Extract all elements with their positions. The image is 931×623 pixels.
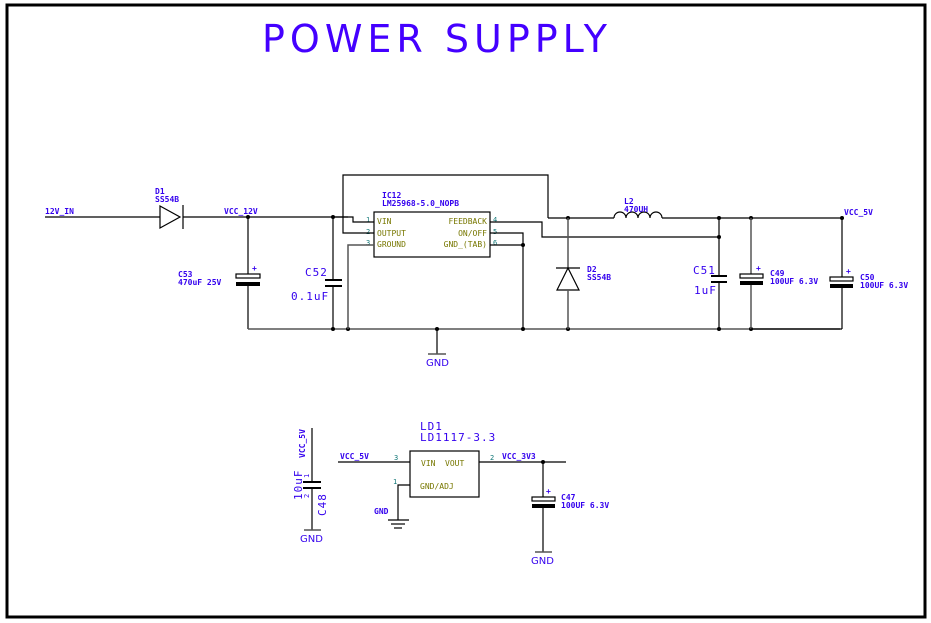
c51-value: 1uF [694,284,717,297]
svg-text:2: 2 [490,454,494,462]
net-label-vcc-5v: VCC_5V [844,208,873,217]
c48-ref: C48 [316,493,329,516]
svg-text:2: 2 [366,228,370,236]
svg-text:1: 1 [393,478,397,486]
c51-ref: C51 [693,264,716,277]
c47-value: 100UF 6.3V [561,501,609,510]
c53-value: 470uF 25V [178,278,222,287]
diode-d1: D1 SS54B [155,187,184,230]
ld1-value: LD1117-3.3 [420,431,496,444]
ld1-regulator: LD1 LD1117-3.3 VIN VOUT GND/ADJ 3 2 1 [393,420,496,498]
svg-text:1: 1 [303,474,311,478]
svg-text:1: 1 [366,216,370,224]
capacitor-c47: + C47 100UF 6.3V [531,487,609,510]
ic12-ref: IC12 [382,191,401,200]
ic12-pin-feedback: FEEDBACK [448,217,487,226]
ld1-ref: LD1 [420,420,443,433]
ic12-regulator: IC12 LM25968-5.0_NOPB VIN OUTPUT GROUND … [366,191,497,258]
ic12-pin-output: OUTPUT [377,229,406,238]
ground-symbol-ldo [388,519,409,529]
c50-ref: C50 [860,273,875,282]
ld1-pin-vout: VOUT [445,459,464,468]
net-label-vcc-12v: VCC_12V [224,207,258,216]
c50-value: 100UF 6.3V [860,281,908,290]
ic12-value: LM25968-5.0_NOPB [382,199,459,208]
c47-ref: C47 [561,493,576,502]
ld1-pin-gnd-adj: GND/ADJ [420,482,454,491]
svg-text:5: 5 [493,228,497,236]
ld1-pin-vin: VIN [421,459,436,468]
net-label-ldo-vcc5v: VCC_5V [340,452,369,461]
l2-value: 470UH [624,205,648,214]
c52-ref: C52 [305,266,328,279]
capacitor-c50: + C50 100UF 6.3V [829,267,908,290]
d2-ref: D2 [587,265,597,274]
capacitor-c49: + C49 100UF 6.3V [739,264,818,286]
ic12-pin-ground: GROUND [377,240,406,249]
sheet-border [5,3,927,619]
svg-text:+: + [846,267,851,276]
svg-text:4: 4 [493,216,497,224]
capacitor-c48: 1 2 10uF C48 [292,470,329,517]
c49-ref: C49 [770,269,785,278]
d1-value: SS54B [155,195,179,204]
ic12-pin-gndtab: GND_(TAB) [444,240,487,249]
net-label-vcc-3v3: VCC_3V3 [502,452,536,461]
svg-text:3: 3 [366,239,370,247]
capacitor-c51: C51 1uF [693,264,727,297]
gnd-label-main: GND [426,358,449,369]
inductor-l2: L2 470UH [613,197,663,219]
gnd-label-c47: GND [531,556,554,567]
d2-value: SS54B [587,273,611,282]
svg-text:2: 2 [303,494,311,498]
svg-text:+: + [252,264,257,273]
capacitor-c52: C52 0.1uF [291,266,342,303]
ic12-pin-vin: VIN [377,217,392,226]
capacitor-c53: + C53 470uF 25V [178,264,261,287]
net-label-12v-in: 12V_IN [45,207,74,216]
c52-value: 0.1uF [291,290,329,303]
d1-ref: D1 [155,187,165,196]
c48-value: 10uF [292,470,305,501]
svg-text:3: 3 [394,454,398,462]
gnd-label-ldo: GND [374,507,389,516]
svg-text:+: + [756,264,761,273]
c49-value: 100UF 6.3V [770,277,818,286]
sheet-title: POWER SUPPLY [262,17,612,61]
svg-text:6: 6 [493,239,497,247]
gnd-label-c48: GND [300,534,323,545]
c53-ref: C53 [178,270,193,279]
net-label-c48-vcc5v: VCC_5V [298,429,307,458]
diode-d2: D2 SS54B [556,265,611,291]
svg-text:+: + [546,487,551,496]
ic12-pin-onoff: ON/OFF [458,229,487,238]
l2-ref: L2 [624,197,634,206]
